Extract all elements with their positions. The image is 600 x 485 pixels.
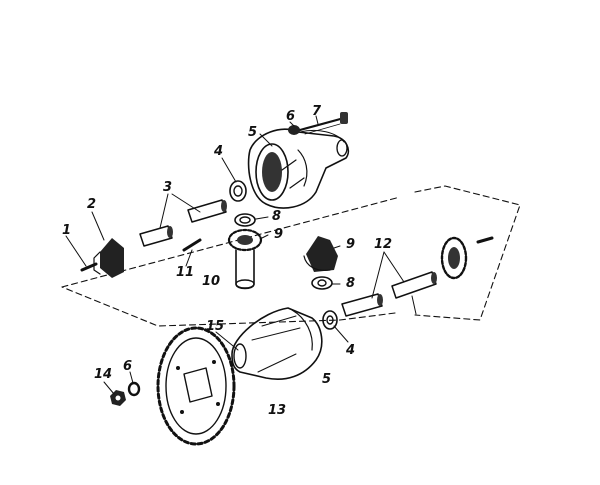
large-sprocket	[156, 326, 236, 446]
label-6-upper: 6	[286, 109, 296, 124]
label-11: 11	[176, 265, 195, 280]
pin-left	[80, 262, 98, 272]
label-1: 1	[62, 223, 72, 238]
shafts-right	[341, 271, 437, 317]
label-7: 7	[312, 104, 322, 119]
lockwasher-lower	[127, 381, 141, 397]
label-14: 14	[94, 367, 113, 382]
lower-housing	[231, 307, 323, 380]
label-8-right: 8	[346, 276, 356, 291]
label-9-upper: 9	[274, 227, 284, 242]
bolt	[298, 112, 348, 135]
washer-lower	[322, 310, 338, 330]
label-10: 10	[202, 274, 221, 289]
label-13: 13	[268, 403, 287, 418]
bevel-pinion-left	[93, 238, 124, 278]
washer-upper	[229, 180, 247, 202]
bevel-gear-right	[303, 236, 338, 272]
gear-shaft	[235, 249, 255, 290]
lockwasher-upper	[288, 125, 300, 135]
label-8-upper: 8	[272, 209, 282, 224]
label-3: 3	[163, 180, 173, 195]
sprocket-right	[440, 236, 468, 280]
label-2: 2	[87, 197, 97, 212]
label-6-lower: 6	[123, 359, 133, 374]
assembly-outline	[61, 185, 521, 327]
shafts-upper	[139, 199, 227, 247]
label-5-lower: 5	[322, 372, 332, 387]
bevel-gear-upper	[227, 228, 263, 252]
label-4-lower: 4	[346, 343, 356, 358]
thrust-washer-upper	[234, 213, 256, 227]
leader-lines	[65, 115, 417, 395]
label-15: 15	[206, 319, 225, 334]
pin-right	[476, 236, 494, 244]
label-4-upper: 4	[214, 144, 224, 159]
upper-housing	[247, 128, 350, 209]
label-5-upper: 5	[248, 125, 258, 140]
thrust-washer-right	[311, 276, 333, 290]
label-12: 12	[374, 237, 393, 252]
pin-upper	[182, 238, 202, 252]
label-9-right: 9	[346, 237, 356, 252]
